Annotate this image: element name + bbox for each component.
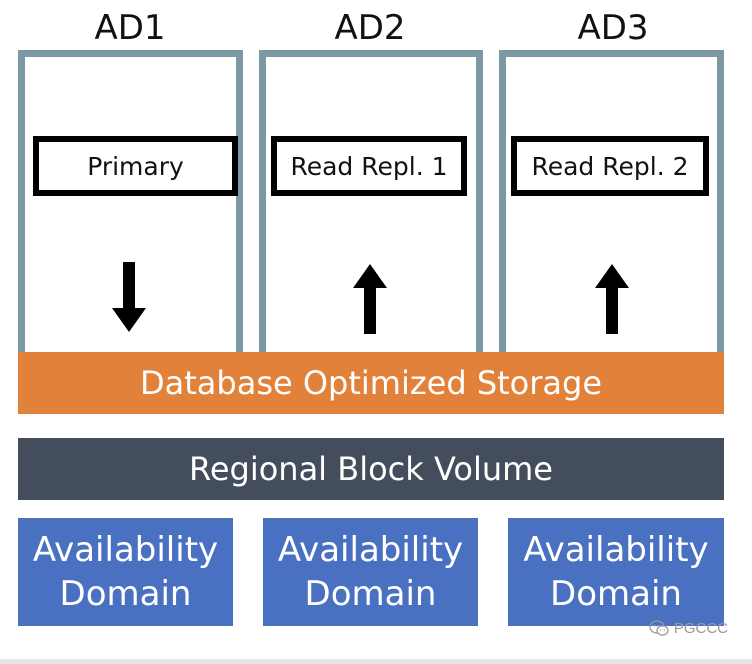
read-replica-1-box: Read Repl. 1 bbox=[271, 136, 467, 196]
regional-block-volume-bar: Regional Block Volume bbox=[18, 438, 724, 500]
ad2-title: AD2 bbox=[334, 8, 406, 48]
domain-label-line1: Availability bbox=[277, 530, 464, 570]
ad1-title: AD1 bbox=[94, 8, 166, 48]
domain-label-line1: Availability bbox=[32, 530, 219, 570]
availability-domain-box-3: Availability Domain bbox=[508, 518, 724, 626]
wechat-icon bbox=[649, 620, 669, 636]
arrow-up-icon bbox=[595, 264, 629, 334]
ad3-title: AD3 bbox=[577, 8, 649, 48]
domain-label-line2: Domain bbox=[550, 574, 682, 614]
arrow-up-icon bbox=[353, 264, 387, 334]
availability-domain-box-1: Availability Domain bbox=[18, 518, 233, 626]
arrow-down-icon bbox=[112, 262, 146, 332]
watermark-text: PGCCC bbox=[673, 620, 728, 637]
read-replica-2-box: Read Repl. 2 bbox=[511, 136, 709, 196]
database-optimized-storage-bar: Database Optimized Storage bbox=[18, 352, 724, 414]
domain-label-line2: Domain bbox=[59, 574, 192, 614]
domain-label-line2: Domain bbox=[304, 574, 437, 614]
watermark: PGCCC bbox=[649, 620, 728, 637]
availability-domain-box-2: Availability Domain bbox=[263, 518, 478, 626]
footer-divider bbox=[0, 659, 752, 664]
primary-db-box: Primary bbox=[33, 136, 238, 196]
domain-label-line1: Availability bbox=[523, 530, 709, 570]
